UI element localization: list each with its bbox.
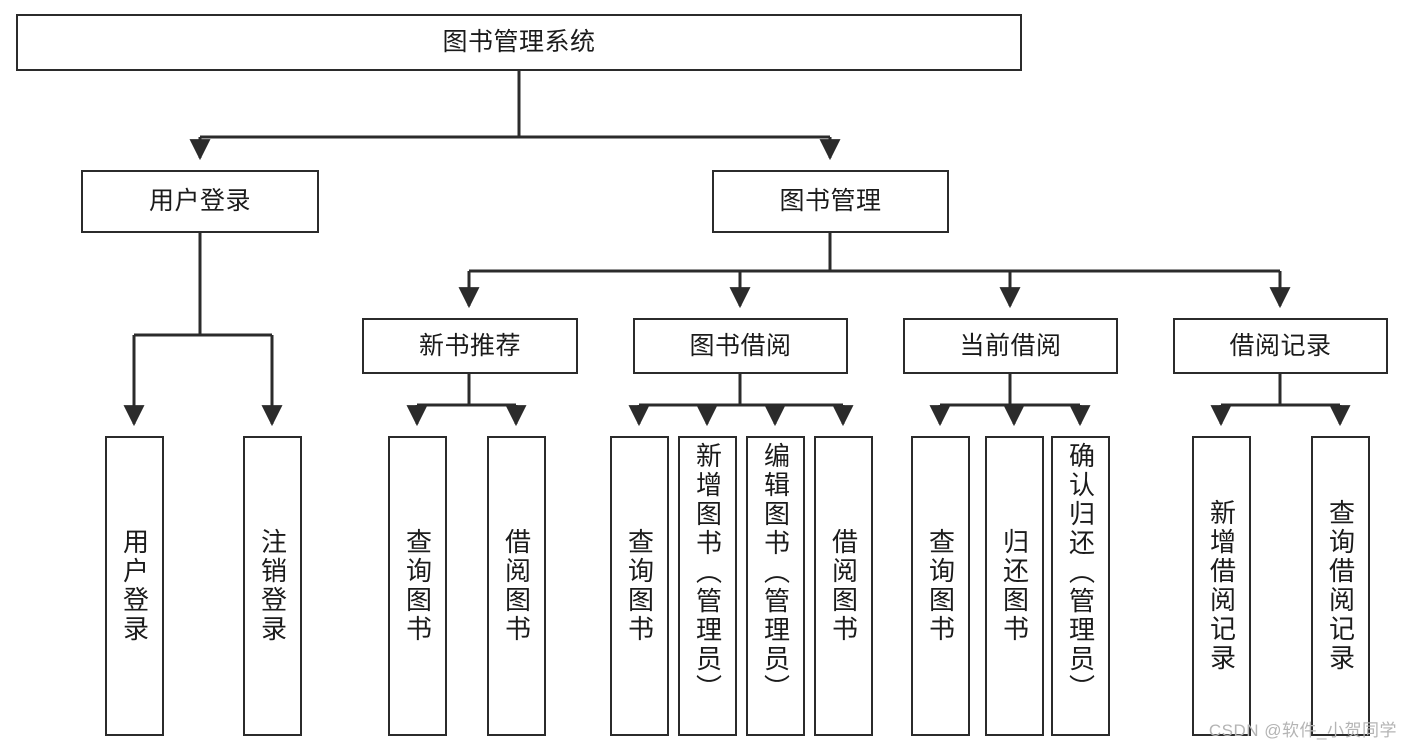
node-borrow-records-label: 借阅记录 bbox=[1229, 331, 1332, 360]
watermark: CSDN @软件_小贺同学 bbox=[1208, 721, 1397, 740]
leaf-user-login[interactable]: 用户登录 bbox=[105, 436, 164, 736]
node-book-borrow-label: 图书借阅 bbox=[689, 331, 792, 360]
node-current-borrow[interactable]: 当前借阅 bbox=[903, 318, 1118, 374]
leaf-borrow-book-recommend-label: 借阅图书 bbox=[501, 528, 532, 644]
leaf-edit-book-admin-label: 编辑图书（管理员） bbox=[760, 442, 791, 703]
leaf-user-login-label: 用户登录 bbox=[119, 528, 150, 644]
node-user-login-label: 用户登录 bbox=[148, 187, 251, 216]
leaf-borrow-book[interactable]: 借阅图书 bbox=[814, 436, 873, 736]
leaf-add-book-admin-label: 新增图书（管理员） bbox=[692, 442, 723, 703]
leaf-query-book-borrow[interactable]: 查询图书 bbox=[610, 436, 669, 736]
leaf-query-book-borrow-label: 查询图书 bbox=[624, 528, 655, 644]
leaf-confirm-return-admin[interactable]: 确认归还（管理员） bbox=[1051, 436, 1110, 736]
node-book-management[interactable]: 图书管理 bbox=[712, 170, 949, 233]
node-book-borrow[interactable]: 图书借阅 bbox=[633, 318, 848, 374]
node-current-borrow-label: 当前借阅 bbox=[959, 331, 1062, 360]
leaf-borrow-book-recommend[interactable]: 借阅图书 bbox=[487, 436, 546, 736]
node-borrow-records[interactable]: 借阅记录 bbox=[1173, 318, 1388, 374]
node-user-login[interactable]: 用户登录 bbox=[81, 170, 319, 233]
leaf-return-book-label: 归还图书 bbox=[999, 528, 1030, 644]
leaf-query-book-current-label: 查询图书 bbox=[925, 528, 956, 644]
leaf-query-book-recommend[interactable]: 查询图书 bbox=[388, 436, 447, 736]
leaf-query-borrow-record-label: 查询借阅记录 bbox=[1325, 499, 1356, 673]
leaf-add-book-admin[interactable]: 新增图书（管理员） bbox=[678, 436, 737, 736]
leaf-query-borrow-record[interactable]: 查询借阅记录 bbox=[1311, 436, 1370, 736]
node-new-book-recommend[interactable]: 新书推荐 bbox=[362, 318, 578, 374]
leaf-query-book-recommend-label: 查询图书 bbox=[402, 528, 433, 644]
node-new-book-recommend-label: 新书推荐 bbox=[418, 331, 521, 360]
node-book-management-label: 图书管理 bbox=[779, 187, 882, 216]
leaf-add-borrow-record-label: 新增借阅记录 bbox=[1206, 499, 1237, 673]
leaf-edit-book-admin[interactable]: 编辑图书（管理员） bbox=[746, 436, 805, 736]
node-root[interactable]: 图书管理系统 bbox=[16, 14, 1022, 71]
leaf-confirm-return-admin-label: 确认归还（管理员） bbox=[1065, 442, 1096, 703]
leaf-borrow-book-label: 借阅图书 bbox=[828, 528, 859, 644]
leaf-query-book-current[interactable]: 查询图书 bbox=[911, 436, 970, 736]
leaf-logout-label: 注销登录 bbox=[257, 528, 288, 644]
leaf-add-borrow-record[interactable]: 新增借阅记录 bbox=[1192, 436, 1251, 736]
node-root-label: 图书管理系统 bbox=[442, 28, 596, 57]
leaf-logout[interactable]: 注销登录 bbox=[243, 436, 302, 736]
leaf-return-book[interactable]: 归还图书 bbox=[985, 436, 1044, 736]
